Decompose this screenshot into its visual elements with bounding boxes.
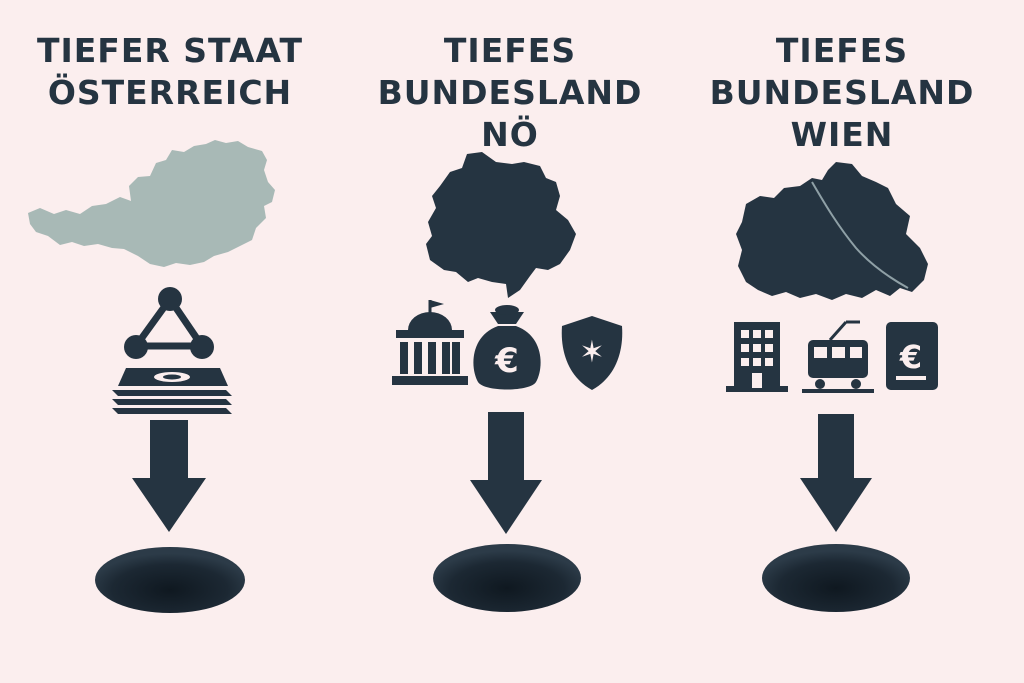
office-building-icon <box>726 322 788 392</box>
euro-money-bag-icon: € <box>473 305 541 390</box>
title-line: TIEFER STAAT <box>36 31 304 70</box>
star-sign: ✶ <box>579 335 604 370</box>
austria-map <box>28 140 275 267</box>
title-line: TIEFES <box>443 31 577 70</box>
title-line: TIEFES <box>775 31 909 70</box>
tram-icon <box>802 320 874 393</box>
title-line: WIEN <box>790 115 894 154</box>
title-tiefes-bundesland-noe: TIEFES BUNDESLAND NÖ <box>340 30 680 156</box>
title-tiefer-staat-oesterreich: TIEFER STAAT ÖSTERREICH <box>0 30 340 114</box>
euro-document-icon: € <box>886 322 938 390</box>
police-shield-icon: ✶ <box>561 316 623 390</box>
vienna-map <box>736 162 928 300</box>
down-arrow-icon <box>800 414 872 532</box>
lower-austria-map <box>426 152 576 298</box>
euro-sign: € <box>899 338 922 376</box>
dark-hole <box>95 547 245 613</box>
dark-hole <box>762 544 910 612</box>
government-building-icon <box>392 300 468 385</box>
euro-sign: € <box>494 341 519 381</box>
title-line: NÖ <box>481 115 539 154</box>
money-stack-icon <box>112 368 232 414</box>
title-tiefes-bundesland-wien: TIEFES BUNDESLAND WIEN <box>672 30 1012 156</box>
dark-hole <box>433 544 581 612</box>
network-icon <box>124 287 214 359</box>
title-line: BUNDESLAND <box>709 73 975 112</box>
danube-river <box>811 181 909 289</box>
down-arrow-icon <box>132 420 206 532</box>
down-arrow-icon <box>470 412 542 534</box>
title-line: BUNDESLAND <box>377 73 643 112</box>
title-line: ÖSTERREICH <box>47 73 293 112</box>
